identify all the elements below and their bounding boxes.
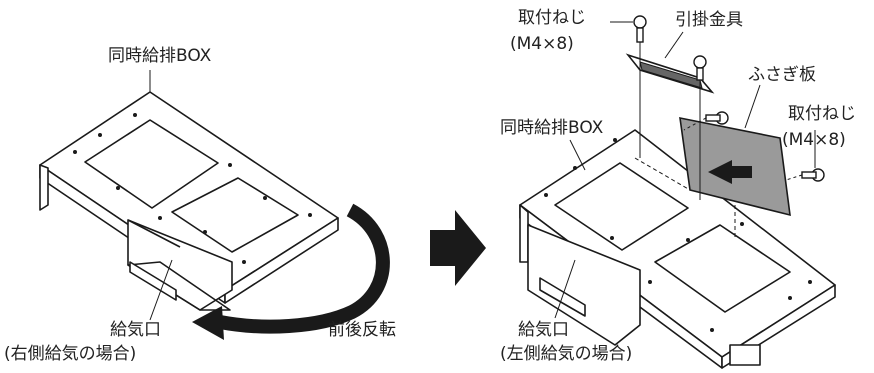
left-box-label: 同時給排BOX: [108, 46, 212, 66]
screw-side-spec: (M4×8): [782, 130, 846, 150]
left-box: [39, 91, 339, 311]
leader-lines: [149, 21, 816, 321]
left-inlet-label: 給気口: [110, 320, 161, 340]
left-inlet-case: (右側給気の場合): [4, 344, 137, 364]
screw-top-spec: (M4×8): [510, 34, 574, 54]
assembly-guides: [634, 42, 803, 240]
curved-arrow-icon: [192, 203, 390, 340]
hook-bracket: [625, 53, 715, 94]
plate-label: ふさぎ板: [748, 65, 816, 85]
blanking-plate: [679, 116, 791, 217]
screw-side-label: 取付ねじ: [788, 104, 856, 124]
screw-icon: [633, 15, 825, 182]
right-box: [519, 129, 836, 369]
right-box-label: 同時給排BOX: [500, 118, 604, 138]
bracket-label: 引掛金具: [675, 10, 743, 30]
left-box-holes: [73, 113, 312, 264]
right-arrow-icon: [430, 210, 486, 286]
screw-top-label: 取付ねじ: [518, 8, 586, 28]
rotate-label: 前後反転: [328, 320, 396, 340]
right-inlet-label: 給気口: [518, 320, 569, 340]
right-box-holes: [544, 138, 812, 332]
right-inlet-case: (左側給気の場合): [500, 344, 633, 364]
